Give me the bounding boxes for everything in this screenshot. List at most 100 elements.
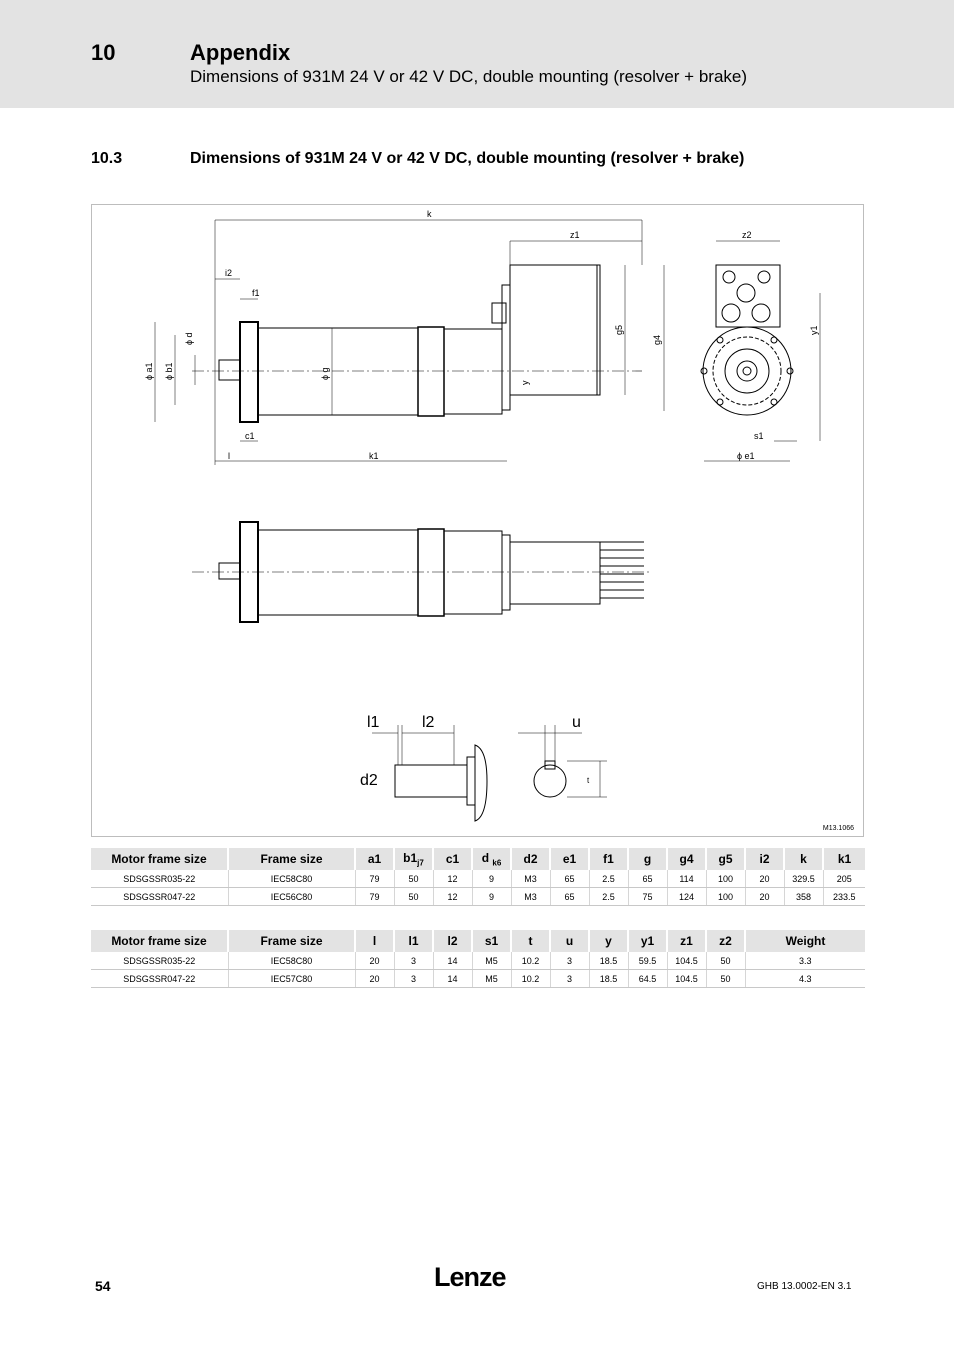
lenze-logo: Lenze <box>434 1262 507 1292</box>
table-cell: 20 <box>354 969 394 988</box>
table-cell: IEC58C80 <box>227 870 355 888</box>
resolver-housing-shape <box>509 264 601 396</box>
table-cell: 3 <box>393 952 433 970</box>
column-header: y1 <box>627 930 667 952</box>
label-z2: z2 <box>742 230 752 240</box>
table-cell: SDSGSSR035-22 <box>91 870 228 888</box>
document-id: GHB 13.0002-EN 3.1 <box>757 1281 852 1292</box>
table-cell: 3 <box>549 969 589 988</box>
column-header: i2 <box>744 848 784 870</box>
label-l2: l2 <box>422 714 435 731</box>
table-cell: 9 <box>471 870 511 888</box>
table-cell: 14 <box>432 969 472 988</box>
table-cell: 20 <box>354 952 394 970</box>
label-l: l <box>228 451 230 461</box>
dimensions-table-2: Motor frame size Frame size l l1 l2 s1 t… <box>91 930 865 988</box>
column-header: g4 <box>666 848 706 870</box>
shaft-detail-shape <box>394 764 468 798</box>
label-g: ϕ g <box>320 367 330 380</box>
table-cell: 2.5 <box>588 870 628 888</box>
label-u: u <box>572 714 581 731</box>
table-cell: 50 <box>393 887 433 906</box>
label-f1: f1 <box>252 288 260 298</box>
label-g4: g4 <box>652 335 662 345</box>
shaft-section-shape <box>533 764 567 798</box>
table-cell: 18.5 <box>588 969 628 988</box>
label-z1: z1 <box>570 230 580 240</box>
label-b1: ϕ b1 <box>164 362 174 380</box>
column-header: z2 <box>705 930 745 952</box>
chapter-number: 10 <box>91 40 116 65</box>
header-band <box>0 0 954 108</box>
label-k: k <box>427 209 432 219</box>
table-cell: 205 <box>822 870 865 888</box>
table-header-row: Motor frame size Frame size a1 b1j7 c1 d… <box>91 848 865 870</box>
table-cell: 2.5 <box>588 887 628 906</box>
table-cell: 50 <box>393 870 433 888</box>
table-cell: 20 <box>744 870 784 888</box>
chapter-title: Appendix <box>190 40 291 65</box>
column-header: l2 <box>432 930 472 952</box>
table-cell: 114 <box>666 870 706 888</box>
table-cell: 329.5 <box>783 870 823 888</box>
drawing-id: M13.1066 <box>822 825 854 832</box>
column-header: Frame size <box>227 930 355 952</box>
table-cell: IEC56C80 <box>227 887 355 906</box>
table-cell: M5 <box>471 952 511 970</box>
table-cell: M3 <box>510 887 550 906</box>
table-cell: SDSGSSR047-22 <box>91 887 228 906</box>
column-header: d2 <box>510 848 550 870</box>
column-header: z1 <box>666 930 706 952</box>
table-cell: 12 <box>432 870 472 888</box>
table-cell: 14 <box>432 952 472 970</box>
page-number: 54 <box>95 1278 111 1294</box>
table-cell: 50 <box>705 969 745 988</box>
column-header-subscript: j7 <box>417 858 424 868</box>
column-header: c1 <box>432 848 472 870</box>
column-header: k1 <box>822 848 865 870</box>
column-header: Frame size <box>227 848 355 870</box>
column-header: k <box>783 848 823 870</box>
table-header-row: Motor frame size Frame size l l1 l2 s1 t… <box>91 930 865 952</box>
label-y: y <box>520 380 530 385</box>
table-cell: 3.3 <box>744 952 865 970</box>
label-y1: y1 <box>809 325 819 335</box>
table-cell: 59.5 <box>627 952 667 970</box>
table-cell: 100 <box>705 887 745 906</box>
column-header: Motor frame size <box>91 930 228 952</box>
table-cell: 65 <box>627 870 667 888</box>
column-header: t <box>510 930 550 952</box>
section-title: Dimensions of 931M 24 V or 42 V DC, doub… <box>190 150 745 167</box>
column-header: a1 <box>354 848 394 870</box>
table-cell: 4.3 <box>744 969 865 988</box>
section-number: 10.3 <box>91 150 123 167</box>
column-header: y <box>588 930 628 952</box>
label-g5: g5 <box>614 325 624 335</box>
table-cell: 18.5 <box>588 952 628 970</box>
column-header: f1 <box>588 848 628 870</box>
column-header: s1 <box>471 930 511 952</box>
column-header: d k6 <box>471 848 511 870</box>
table-cell: SDSGSSR047-22 <box>91 969 228 988</box>
flange-shape <box>239 321 259 423</box>
table-cell: 50 <box>705 952 745 970</box>
label-d: ϕ d <box>184 332 194 345</box>
column-header: l1 <box>393 930 433 952</box>
table-cell: 79 <box>354 870 394 888</box>
column-header: u <box>549 930 589 952</box>
label-s1: s1 <box>754 431 764 441</box>
table-cell: 124 <box>666 887 706 906</box>
label-e1: ϕ e1 <box>737 451 755 461</box>
label-t: t <box>587 776 590 785</box>
table-cell: 3 <box>549 952 589 970</box>
end-view-outer-shape <box>702 326 792 416</box>
table-cell: IEC57C80 <box>227 969 355 988</box>
table-cell: 75 <box>627 887 667 906</box>
label-k1: k1 <box>369 451 379 461</box>
table-cell: IEC58C80 <box>227 952 355 970</box>
dimensions-table-1: Motor frame size Frame size a1 b1j7 c1 d… <box>91 848 865 906</box>
table-cell: M3 <box>510 870 550 888</box>
table-cell: 79 <box>354 887 394 906</box>
column-header-label: b1 <box>403 850 418 865</box>
table-row: SDSGSSR035-22 IEC58C80 20 3 14 M5 10.2 3… <box>91 952 865 970</box>
